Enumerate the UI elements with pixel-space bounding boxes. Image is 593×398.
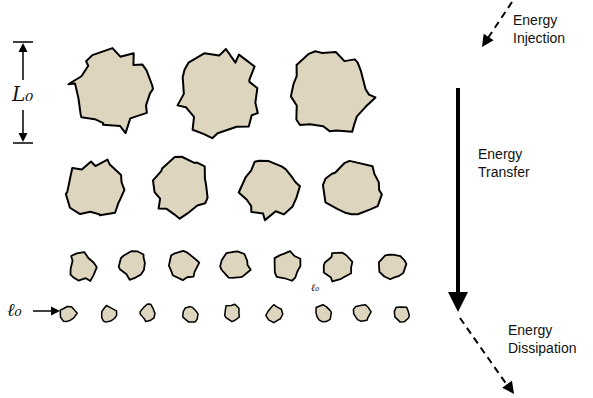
arrow-head: [19, 43, 28, 52]
arrow-head: [448, 292, 468, 312]
dimension-line: [22, 110, 24, 133]
eddy-blob: [225, 304, 240, 321]
tick-line: [13, 142, 33, 144]
stage-label: Energy Dissipation: [508, 322, 590, 357]
arrow-head: [19, 133, 28, 142]
eddy-blob: [70, 252, 96, 281]
scale-label: ℓ₀: [311, 282, 331, 295]
dimension-bracket: [13, 42, 60, 316]
eddies: [60, 48, 409, 323]
solid-arrow: [456, 88, 460, 292]
eddy-blob: [68, 48, 153, 133]
eddy-blob: [316, 305, 331, 322]
eddy-blob: [275, 251, 301, 281]
eddy-blob: [169, 251, 199, 280]
dimension-line: [22, 52, 24, 80]
eddy-blob: [183, 307, 198, 323]
stage-label: Energy Injection: [513, 12, 589, 47]
arrow-head: [482, 34, 494, 47]
scale-label: L₀: [12, 82, 46, 107]
eddy-blob: [178, 49, 258, 138]
eddy-blob: [394, 307, 409, 322]
dashed-arrow: [488, 2, 512, 38]
eddy-blob: [239, 161, 300, 220]
scale-label: ℓ₀: [7, 299, 33, 322]
eddy-blob: [324, 253, 353, 282]
eddy-blob: [119, 251, 145, 280]
arrows: [448, 2, 514, 394]
eddy-blob: [379, 255, 406, 280]
dashed-arrow: [460, 318, 507, 385]
arrow-head: [502, 381, 514, 394]
eddy-blob: [60, 307, 77, 322]
eddy-blob: [66, 160, 125, 216]
pointer-line: [33, 310, 52, 312]
eddy-blob: [102, 305, 117, 322]
eddy-blob: [291, 51, 376, 132]
stage-label: Energy Transfer: [478, 146, 554, 181]
arrow-head: [51, 307, 60, 316]
tick-line: [13, 41, 33, 43]
eddy-blob: [353, 305, 371, 321]
eddy-blob: [323, 161, 382, 214]
eddy-blob: [266, 305, 283, 323]
eddy-blob: [140, 304, 155, 322]
eddy-blob: [220, 251, 251, 278]
eddy-blob: [153, 157, 208, 219]
